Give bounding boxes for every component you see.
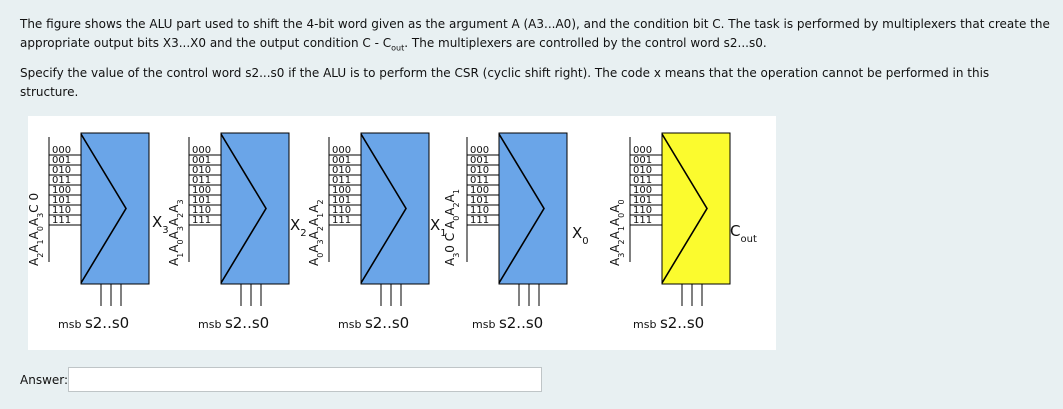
mux-3-output-label: X0: [572, 224, 589, 247]
mux-3-code-011: 011: [470, 175, 489, 186]
mux-4-chevron: [661, 133, 708, 284]
mux-4-input-labels: A3A2A1A0A0: [608, 199, 626, 266]
mux-4-output-label: Cout: [730, 222, 757, 245]
mux-3-code-100: 100: [470, 185, 489, 196]
mux-1-code-010: 010: [192, 165, 211, 176]
mux-2-control-label: msb s2..s0: [338, 314, 409, 332]
mux-2-code-110: 110: [332, 205, 351, 216]
mux-0-output-label: X3: [152, 213, 169, 236]
mux-0-input-labels: A2A1A0A3C 0: [28, 193, 45, 266]
mux-3-code-001: 001: [470, 155, 489, 166]
mux-0-code-010: 010: [52, 165, 71, 176]
answer-input[interactable]: [68, 367, 542, 392]
mux-3-code-101: 101: [470, 195, 489, 206]
mux-1-control-label: msb s2..s0: [198, 314, 269, 332]
mux-1-code-110: 110: [192, 205, 211, 216]
mux-2-output-label: X1: [430, 216, 447, 239]
question-paragraph-2: Specify the value of the control word s2…: [20, 66, 990, 99]
mux-4-code-000: 000: [633, 145, 652, 156]
mux-1-chevron: [220, 133, 267, 284]
mux-2-code-000: 000: [332, 145, 351, 156]
mux-2-input-labels: A0A3A2A1A2: [307, 199, 325, 266]
question-paragraph-1: The figure shows the ALU part used to sh…: [20, 17, 1050, 53]
mux-2-chevron: [360, 133, 407, 284]
mux-3-code-000: 000: [470, 145, 489, 156]
mux-2-body: [360, 132, 430, 285]
mux-3-chevron: [498, 133, 545, 284]
mux-0-control-label: msb s2..s0: [58, 314, 129, 332]
mux-4-code-101: 101: [633, 195, 652, 206]
mux-3-code-111: 111: [470, 215, 489, 226]
answer-label: Answer:: [20, 373, 69, 387]
mux-1-code-101: 101: [192, 195, 211, 206]
mux-1-code-111: 111: [192, 215, 211, 226]
mux-3-code-110: 110: [470, 205, 489, 216]
mux-3-control-label: msb s2..s0: [472, 314, 543, 332]
mux-4-code-100: 100: [633, 185, 652, 196]
mux-0-code-100: 100: [52, 185, 71, 196]
mux-2-code-111: 111: [332, 215, 351, 226]
mux-0-code-111: 111: [52, 215, 71, 226]
mux-3-body: [498, 132, 568, 285]
mux-4-body: [661, 132, 731, 285]
mux-2-code-010: 010: [332, 165, 351, 176]
mux-2-code-001: 001: [332, 155, 351, 166]
mux-0-code-011: 011: [52, 175, 71, 186]
mux-4-code-111: 111: [633, 215, 652, 226]
mux-1-code-011: 011: [192, 175, 211, 186]
mux-4-code-110: 110: [633, 205, 652, 216]
mux-1-body: [220, 132, 290, 285]
mux-1-input-labels: A1A0A3A2A3: [167, 199, 185, 266]
mux-0-code-000: 000: [52, 145, 71, 156]
mux-0-body: [80, 132, 150, 285]
mux-1-code-001: 001: [192, 155, 211, 166]
mux-3-code-010: 010: [470, 165, 489, 176]
mux-0-chevron: [80, 133, 127, 284]
mux-1-code-100: 100: [192, 185, 211, 196]
mux-1-code-000: 000: [192, 145, 211, 156]
mux-4-code-001: 001: [633, 155, 652, 166]
mux-0-code-001: 001: [52, 155, 71, 166]
mux-2-code-100: 100: [332, 185, 351, 196]
mux-4-code-011: 011: [633, 175, 652, 186]
mux-3-input-labels: A30 C A0A2A1: [443, 189, 461, 266]
mux-2-code-011: 011: [332, 175, 351, 186]
mux-0-code-110: 110: [52, 205, 71, 216]
mux-4-code-010: 010: [633, 165, 652, 176]
mux-1-output-label: X2: [290, 216, 307, 239]
mux-2-code-101: 101: [332, 195, 351, 206]
mux-4-control-label: msb s2..s0: [633, 314, 704, 332]
mux-0-code-101: 101: [52, 195, 71, 206]
